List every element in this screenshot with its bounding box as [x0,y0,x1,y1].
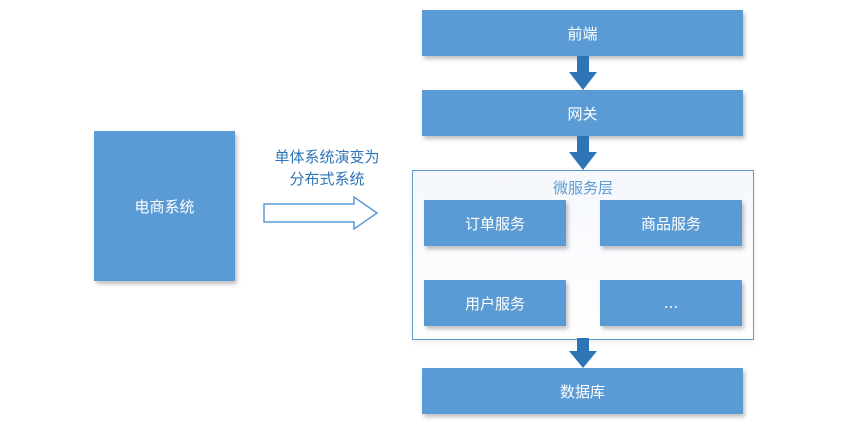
transition-label: 单体系统演变为 分布式系统 [262,146,392,190]
database-layer-box: 数据库 [422,368,743,414]
service-box-user: 用户服务 [424,280,566,326]
gateway-layer-box: 网关 [422,90,743,136]
transition-label-line2: 分布式系统 [289,170,365,188]
gateway-layer-label: 网关 [567,104,598,123]
service-label-order: 订单服务 [464,214,525,233]
monolith-system-box: 电商系统 [94,131,235,281]
service-box-order: 订单服务 [424,200,566,246]
service-box-product: 商品服务 [600,200,742,246]
down-arrow-icon-1 [569,56,597,90]
down-arrow-icon-2 [569,136,597,170]
down-arrow-icon-3 [569,338,597,368]
service-box-more: ... [600,280,742,326]
service-label-user: 用户服务 [464,294,525,313]
frontend-layer-box: 前端 [422,10,743,56]
service-label-product: 商品服务 [640,214,701,233]
transition-arrow-icon [263,195,379,231]
transition-label-line1: 单体系统演变为 [274,148,380,166]
frontend-layer-label: 前端 [567,24,598,43]
service-label-more: ... [663,294,679,312]
microservice-layer-title: 微服务层 [552,179,613,197]
monolith-system-label: 电商系统 [134,197,195,216]
database-layer-label: 数据库 [559,382,605,401]
